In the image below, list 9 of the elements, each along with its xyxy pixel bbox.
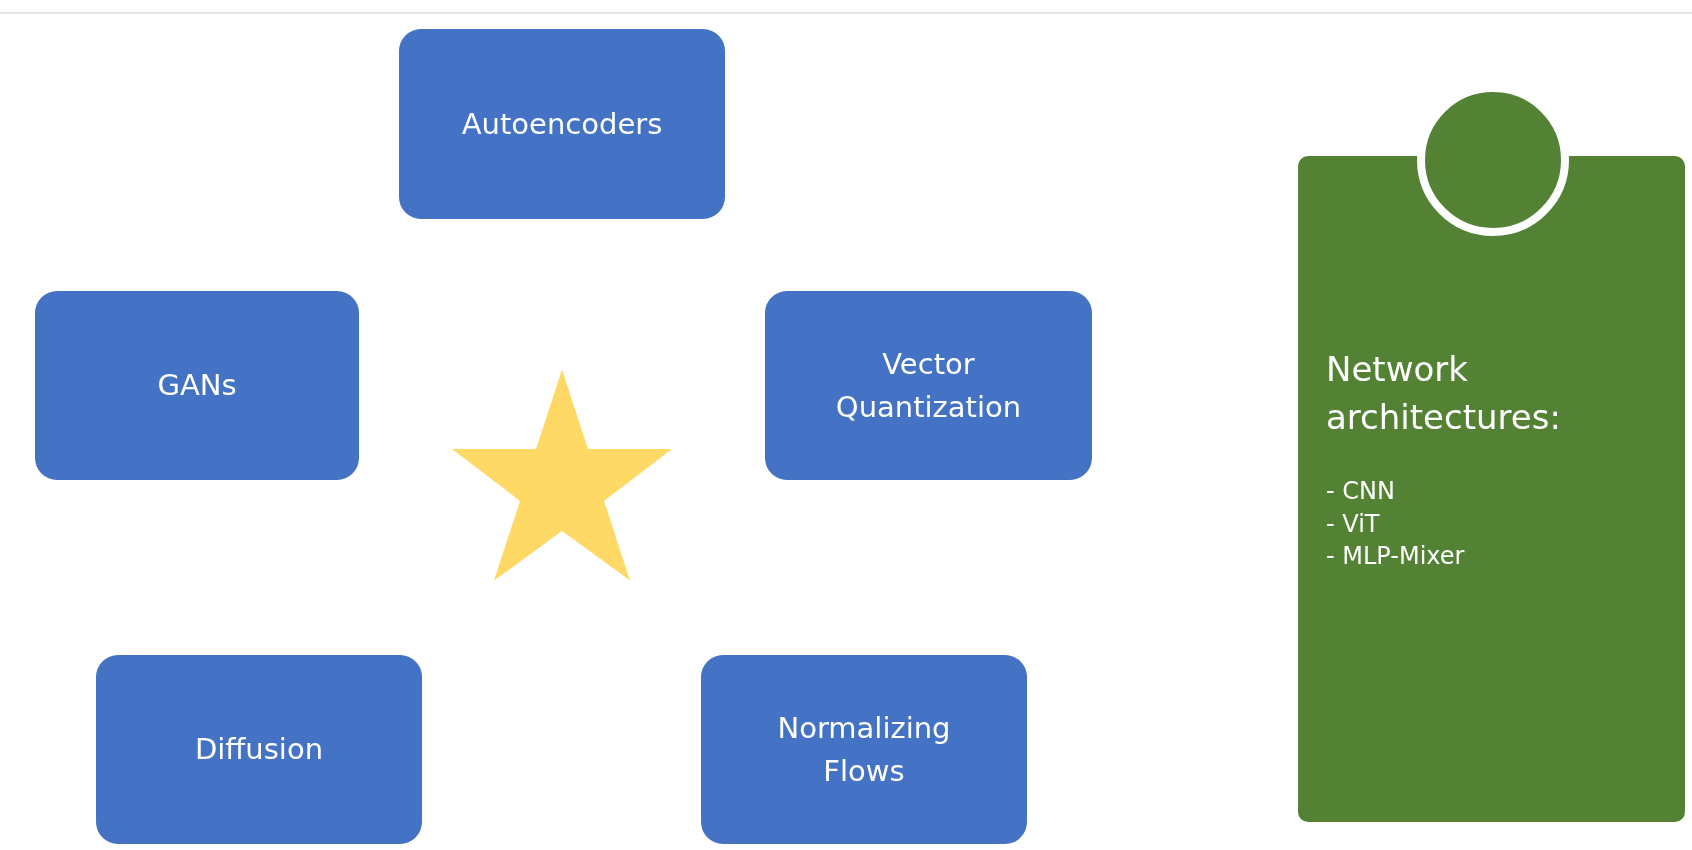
method-box: Diffusion <box>96 655 422 844</box>
method-box: Vector Quantization <box>765 291 1092 480</box>
method-box: Autoencoders <box>399 29 725 219</box>
list-item: - CNN <box>1326 476 1396 508</box>
list-item: - ViT <box>1326 508 1381 540</box>
panel-heading: Network architectures: <box>1326 348 1562 439</box>
method-box: Normalizing Flows <box>701 655 1027 844</box>
list-item: - MLP-Mixer <box>1326 540 1466 572</box>
method-box: GANs <box>35 291 359 480</box>
